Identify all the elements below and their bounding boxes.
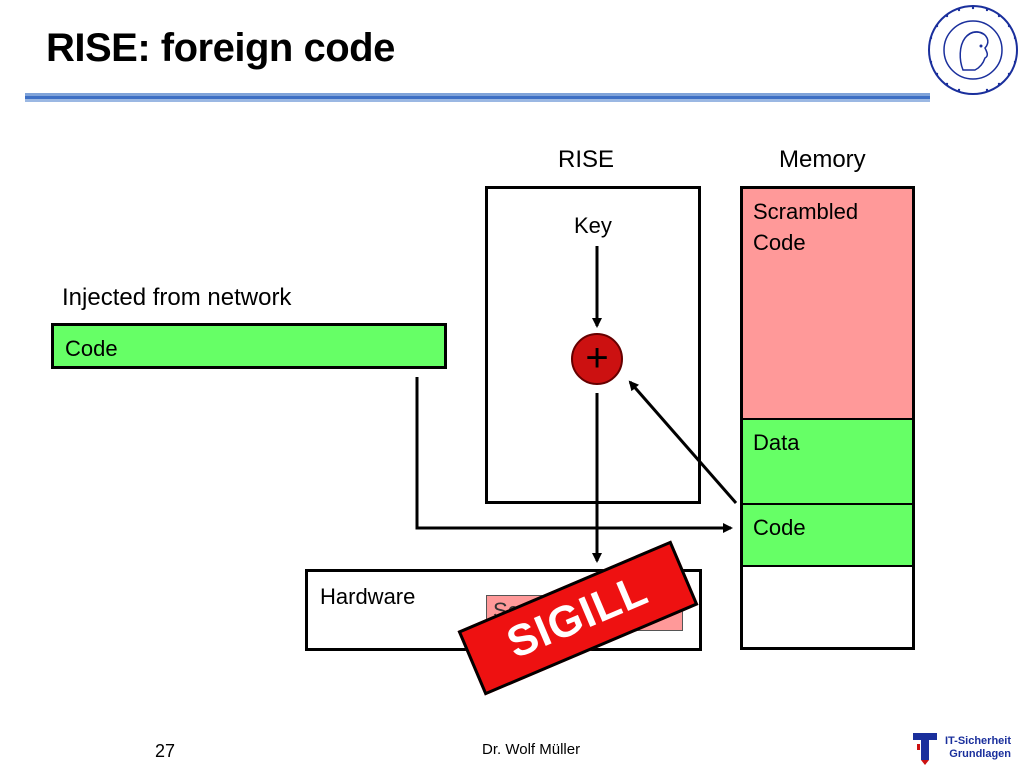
- memory-scrambled-code: Scrambled Code: [743, 189, 912, 420]
- injected-label: Injected from network: [62, 284, 292, 311]
- memory-label: Memory: [779, 146, 866, 173]
- hardware-label: Hardware: [320, 584, 416, 609]
- title-rule: [25, 93, 930, 102]
- author: Dr. Wolf Müller: [482, 741, 581, 758]
- memory-data: Data: [743, 420, 912, 505]
- logo-line-2: Grundlagen: [949, 748, 1012, 760]
- footer-logo-text: IT-Sicherheit Grundlagen: [945, 735, 1011, 761]
- injected-code-box: Code: [51, 323, 447, 369]
- university-seal-icon: [928, 5, 1018, 95]
- memory-code: Code: [743, 505, 912, 567]
- it-security-logo-icon: [913, 733, 937, 765]
- memory-box: Scrambled Code Data Code: [740, 186, 915, 650]
- memory-to-xor-arrow: [628, 380, 738, 504]
- slide-title: RISE: foreign code: [46, 26, 395, 70]
- rise-label: RISE: [558, 146, 615, 173]
- logo-line-1: IT-Sicherheit: [945, 735, 1012, 747]
- xor-operator: +: [571, 333, 623, 385]
- injection-arrow: [415, 377, 733, 533]
- page-number: 27: [155, 741, 176, 761]
- key-label: Key: [574, 213, 612, 238]
